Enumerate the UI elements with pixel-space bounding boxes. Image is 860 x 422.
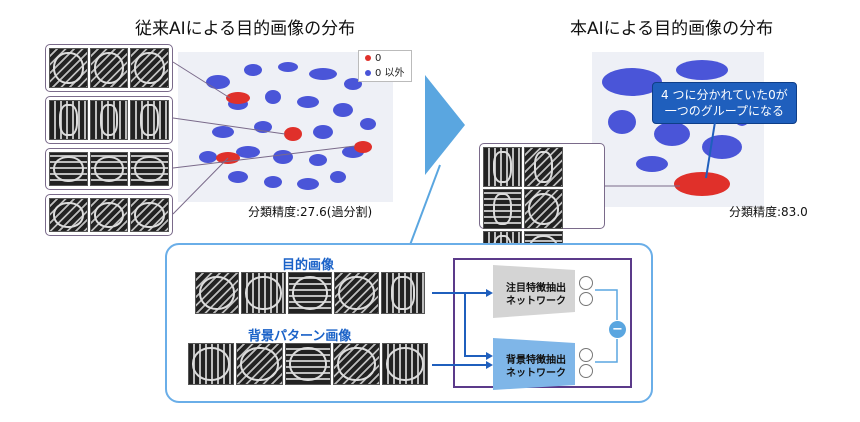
attention-network-shape	[493, 265, 575, 318]
right-accuracy: 分類精度:83.0	[729, 205, 808, 219]
thumb-image	[89, 100, 129, 140]
left-accuracy: 分類精度:27.6(過分割)	[248, 205, 373, 219]
thumb-image	[49, 48, 88, 88]
thumb-image	[334, 272, 379, 314]
legend-item-zero: 0	[365, 53, 405, 64]
thumb-image	[524, 189, 563, 229]
output-node-icon	[579, 276, 593, 290]
thumb-image	[284, 343, 332, 385]
left-scatter-plot	[178, 52, 393, 202]
thumb-image	[130, 100, 170, 140]
thumb-image	[188, 343, 235, 385]
legend-red-dot	[365, 55, 371, 61]
thumb-group-3	[45, 148, 173, 190]
thumb-image	[483, 189, 522, 229]
background-image-label: 背景パターン画像	[248, 329, 352, 344]
thumb-group-1	[45, 44, 173, 92]
right-scatter-plot	[592, 52, 764, 207]
background-network-shape	[493, 338, 575, 390]
thumb-image	[130, 198, 170, 232]
legend-item-nonzero: 0 以外	[365, 64, 405, 79]
target-image-label: 目的画像	[282, 258, 335, 273]
legend-blue-dot	[365, 70, 371, 76]
left-title: 従来AIによる目的画像の分布	[135, 19, 356, 39]
network-frame	[453, 258, 632, 388]
left-scatter-svg	[199, 62, 376, 190]
background-network-label: 背景特徴抽出 ネットワーク	[506, 355, 566, 379]
thumb-image	[49, 100, 88, 140]
callout-line-2: 一つのグループになる	[664, 104, 784, 118]
thumb-image	[195, 272, 240, 314]
arrow-right-icon	[425, 75, 465, 175]
legend: 0 0 以外	[358, 50, 412, 82]
callout-line-1: 4 つに分かれていた0が	[661, 88, 788, 102]
thumb-image	[524, 147, 563, 187]
thumb-image	[89, 48, 129, 88]
subtract-operator-icon: −	[609, 321, 626, 338]
thumb-image	[483, 147, 522, 187]
zero-cluster	[674, 172, 730, 196]
thumb-image	[49, 152, 88, 186]
thumb-group-2	[45, 96, 173, 144]
thumb-image	[89, 198, 129, 232]
right-thumb-group	[479, 143, 605, 271]
callout-box: 4 つに分かれていた0が 一つのグループになる	[652, 82, 797, 124]
thumb-image	[89, 152, 129, 186]
output-node-icon	[579, 348, 593, 362]
output-node-icon	[579, 364, 593, 378]
thumb-image	[381, 343, 429, 385]
thumb-image	[380, 272, 426, 314]
thumb-image	[287, 272, 333, 314]
thumb-image	[236, 343, 283, 385]
attention-network-label: 注目特徴抽出 ネットワーク	[506, 283, 566, 307]
thumb-image	[49, 198, 88, 232]
thumb-image	[130, 152, 170, 186]
thumb-image	[241, 272, 286, 314]
background-image-strip	[188, 343, 429, 385]
output-node-icon	[579, 292, 593, 306]
thumb-image	[130, 48, 170, 88]
thumb-image	[333, 343, 380, 385]
thumb-group-4	[45, 194, 173, 236]
target-image-strip	[195, 272, 426, 314]
right-title: 本AIによる目的画像の分布	[570, 19, 774, 39]
